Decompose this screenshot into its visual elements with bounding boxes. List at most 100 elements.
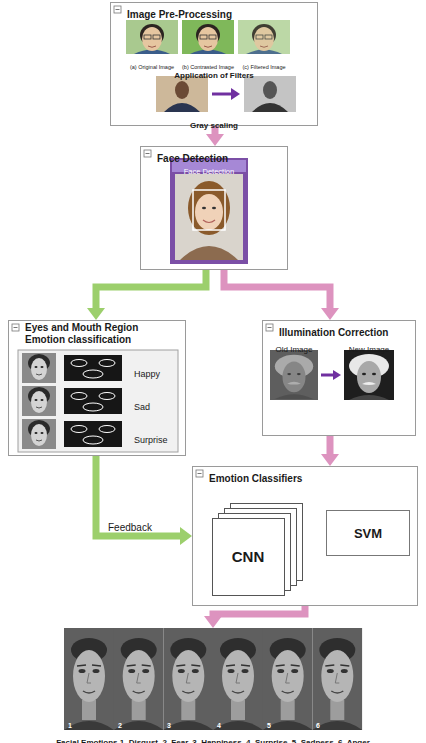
filter-thumbnails: [126, 20, 290, 54]
grayscale-photos: [175, 81, 189, 99]
illumination-photos: [321, 374, 334, 377]
emotion-label: Happy: [134, 369, 160, 379]
figure-caption: Facial Emotions 1. Disgust, 2. Fear, 3. …: [56, 738, 370, 743]
text-slot: SVM: [327, 524, 409, 542]
filter-thumbnails: [238, 20, 290, 54]
collapse-icon: [14, 327, 18, 328]
text-slot: Eyes and Mouth Region Emotion classifica…: [25, 322, 165, 347]
illumination-photos: [275, 355, 313, 399]
face-number: 2: [118, 722, 122, 730]
flow-arrow: [224, 270, 330, 308]
grayscale-photos: [231, 88, 240, 100]
illumination-photos: [344, 350, 394, 400]
collapse-icon: [266, 324, 273, 331]
flow-arrow: [327, 436, 334, 454]
text-slot: 4: [217, 714, 221, 732]
collapse-icon: [144, 150, 151, 157]
collapse-icon: [196, 470, 203, 477]
text-slot: (c) Filtered Image: [234, 55, 294, 73]
grayscale-photos: [156, 76, 208, 112]
text-slot: 1: [68, 714, 72, 732]
process-panel: Illumination Correction: [262, 320, 416, 436]
flow-arrow: [213, 606, 305, 616]
eye-mouth-panel: [22, 353, 56, 383]
emotion-face-strip: [312, 628, 362, 730]
face-detection-photo: [188, 181, 230, 235]
panel-heading: Face Detection: [157, 153, 228, 165]
band-label: Face Detection: [184, 168, 234, 177]
panel-heading: Emotion Classifiers: [209, 473, 302, 485]
filter-thumbnails: [126, 20, 178, 54]
classifier-name: CNN: [232, 548, 265, 565]
text-slot: Gray scaling: [111, 114, 317, 132]
face-detection-photo: [170, 158, 248, 264]
text-slot: 3: [167, 714, 171, 732]
face-number: 5: [267, 722, 271, 730]
eye-mouth-panel: [18, 350, 178, 452]
svm-box: SVM: [326, 510, 410, 556]
text-slot: 6: [316, 714, 320, 732]
panel-heading: Image Pre-Processing: [127, 9, 232, 21]
face-detection-photo: [203, 220, 215, 223]
illumination-photos: [333, 370, 341, 380]
text-slot: Feedback: [108, 517, 152, 535]
emotion-face-strip: [114, 628, 164, 730]
image-caption: (c) Filtered Image: [242, 64, 285, 70]
face-detection-photo: [170, 158, 248, 264]
emotion-face-strip: [263, 628, 313, 730]
text-slot: (b) Contrasted Image: [178, 55, 238, 73]
step-caption: Gray scaling: [190, 121, 238, 130]
collapse-icon: [114, 6, 121, 13]
text-slot: Surprise: [134, 429, 168, 447]
emotion-label: Surprise: [134, 435, 168, 445]
process-panel: CNN SVM Emotion Classifiers: [192, 466, 418, 606]
text-slot: Happy: [134, 363, 160, 381]
emotion-face-strip: [64, 628, 362, 730]
panel-heading: Eyes and Mouth Region Emotion classifica…: [25, 322, 165, 345]
collapse-icon: [146, 153, 150, 154]
panel-heading: Illumination Correction: [279, 327, 388, 339]
eye-mouth-panel: [18, 350, 178, 452]
emotion-label: Sad: [134, 402, 150, 412]
filter-thumbnails: [246, 24, 282, 54]
face-detection-photo: [175, 174, 243, 260]
face-detection-photo: [195, 194, 223, 230]
text-slot: 2: [118, 714, 122, 732]
text-slot: Image Pre-Processing: [127, 4, 232, 22]
text-slot: Old Image: [268, 338, 320, 356]
emotion-face-strip: [213, 628, 263, 730]
eye-mouth-panel: [22, 386, 56, 416]
emotion-face-strip: [163, 628, 213, 730]
face-number: 1: [68, 722, 72, 730]
emotion-faces: 123456Facial Emotions 1. Disgust, 2. Fea…: [64, 628, 362, 730]
classifier-name: SVM: [354, 527, 382, 542]
filter-thumbnails: [190, 24, 226, 54]
face-detection-photo: [212, 207, 216, 209]
collapse-icon: [116, 9, 120, 10]
collapse-icon: [198, 473, 202, 474]
face-detection-photo: [180, 246, 238, 260]
face-number: 3: [167, 722, 171, 730]
text-slot: 5: [267, 714, 271, 732]
text-slot: (a) Original Image: [122, 55, 182, 73]
filter-thumbnails: [134, 24, 170, 54]
process-panel: Face Detection: [140, 146, 288, 270]
illumination-photos: [349, 354, 389, 400]
eye-mouth-panel: [22, 419, 56, 449]
filter-thumbnails: [182, 20, 234, 54]
face-detection-photo: [202, 207, 206, 209]
grayscale-photos: [244, 76, 296, 112]
flow-arrow: [96, 270, 206, 308]
text-slot: New Image: [342, 338, 396, 356]
image-caption: (a) Original Image: [130, 64, 174, 70]
face-detection-photo: [193, 190, 225, 230]
text-slot: Emotion Classifiers: [209, 468, 302, 486]
eye-mouth-panel: [64, 388, 122, 414]
collapse-icon: [12, 6, 273, 477]
text-slot: Face Detection: [157, 148, 228, 166]
grayscale-photos: [156, 76, 296, 112]
step-caption: Application of Filters: [174, 71, 254, 80]
